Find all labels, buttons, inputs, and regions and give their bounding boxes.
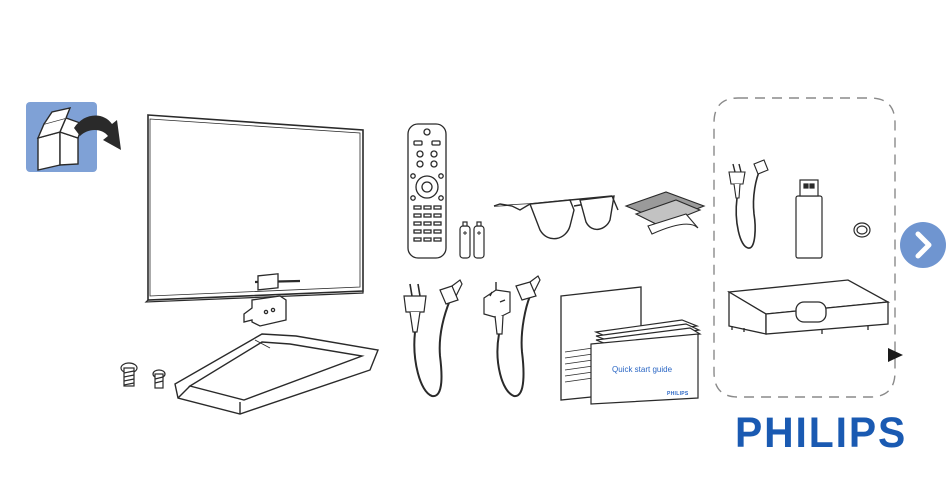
3d-glasses <box>494 196 618 239</box>
subwoofer <box>729 280 888 334</box>
next-button[interactable] <box>900 222 946 268</box>
philips-logo: PHILIPS <box>735 411 916 455</box>
tv-illustration <box>146 115 363 302</box>
chevron-right-icon <box>900 222 946 268</box>
usb-stick <box>796 180 822 258</box>
optional-power-cord <box>729 160 768 248</box>
coin-battery <box>854 223 870 237</box>
stand-base <box>175 334 378 414</box>
quick-start-guide-label: Quick start guide <box>612 365 672 374</box>
eu-power-cord <box>404 280 462 396</box>
remote-control <box>408 124 446 258</box>
screw-illustration <box>121 363 165 388</box>
cleaning-cloth <box>626 192 704 234</box>
batteries <box>460 222 484 258</box>
unbox-icon <box>26 102 121 172</box>
uk-power-cord <box>484 276 540 396</box>
quick-start-guide-brand: PHILIPS <box>667 391 689 397</box>
